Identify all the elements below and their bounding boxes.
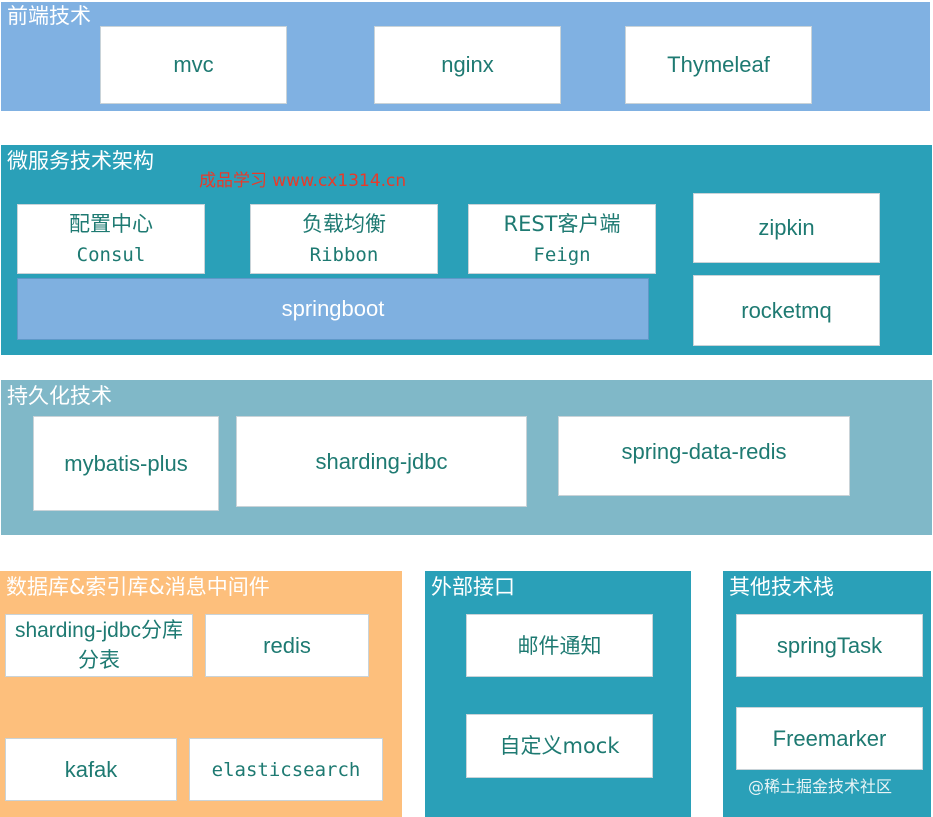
database-section: 数据库&索引库&消息中间件 sharding-jdbc分库分表 redis ka… [0, 571, 402, 817]
source-note: 成品学习 www.cx1314.cn [199, 171, 407, 191]
elasticsearch-label: elasticsearch [211, 758, 361, 781]
spring-data-redis-box: spring-data-redis [558, 416, 850, 496]
zipkin-box: zipkin [693, 193, 880, 263]
frontend-section: 前端技术 mvc nginx Thymeleaf [1, 2, 930, 111]
persistence-title: 持久化技术 [7, 384, 112, 408]
rest-client-sub: Feign [533, 244, 591, 266]
frontend-item-label: mvc [173, 52, 214, 77]
other-section: 其他技术栈 springTask Freemarker @稀土掘金技术社区 [723, 571, 931, 817]
rest-client-box: REST客户端 Feign [468, 204, 656, 274]
sharding-jdbc-box: sharding-jdbc [236, 416, 527, 507]
frontend-item-label: nginx [441, 52, 494, 77]
config-center-label: 配置中心 [69, 212, 153, 236]
spring-task-label: springTask [776, 632, 883, 658]
load-balance-label: 负载均衡 [302, 212, 386, 236]
frontend-item-mvc: mvc [100, 26, 287, 104]
frontend-title: 前端技术 [7, 4, 91, 28]
springboot-bar: springboot [17, 278, 649, 340]
email-notify-box: 邮件通知 [466, 614, 653, 677]
frontend-item-thymeleaf: Thymeleaf [625, 26, 812, 104]
config-center-box: 配置中心 Consul [17, 204, 205, 274]
other-title: 其他技术栈 [729, 575, 834, 599]
external-title: 外部接口 [431, 575, 515, 599]
mybatis-plus-box: mybatis-plus [33, 416, 219, 511]
rocketmq-label: rocketmq [741, 297, 832, 323]
load-balance-sub: Ribbon [309, 244, 379, 266]
frontend-item-nginx: nginx [374, 26, 561, 104]
kafak-box: kafak [5, 738, 177, 801]
frontend-item-label: Thymeleaf [667, 52, 770, 77]
mybatis-plus-label: mybatis-plus [64, 450, 188, 476]
external-section: 外部接口 邮件通知 自定义mock [425, 571, 691, 817]
elasticsearch-box: elasticsearch [189, 738, 383, 801]
persistence-section: 持久化技术 mybatis-plus sharding-jdbc spring-… [1, 380, 932, 535]
config-center-sub: Consul [76, 244, 146, 266]
spring-task-box: springTask [736, 614, 923, 677]
microservice-section: 微服务技术架构 成品学习 www.cx1314.cn 配置中心 Consul 负… [1, 145, 932, 355]
zipkin-label: zipkin [758, 215, 815, 240]
freemarker-label: Freemarker [772, 725, 887, 751]
email-notify-label: 邮件通知 [517, 633, 602, 658]
custom-mock-label: 自定义mock [499, 734, 620, 758]
kafak-label: kafak [64, 756, 118, 782]
rocketmq-box: rocketmq [693, 275, 880, 346]
sharding-jdbc-split-box: sharding-jdbc分库分表 [5, 614, 193, 677]
sharding-jdbc-split-label: sharding-jdbc分库分表 [14, 618, 184, 672]
database-title: 数据库&索引库&消息中间件 [6, 575, 270, 599]
custom-mock-box: 自定义mock [466, 714, 653, 778]
redis-box: redis [205, 614, 369, 677]
microservice-title: 微服务技术架构 [7, 149, 154, 173]
rest-client-label: REST客户端 [503, 212, 621, 236]
spring-data-redis-label: spring-data-redis [621, 439, 787, 464]
watermark-text: @稀土掘金技术社区 [748, 777, 893, 796]
sharding-jdbc-label: sharding-jdbc [315, 448, 448, 474]
redis-label: redis [263, 632, 311, 658]
load-balance-box: 负载均衡 Ribbon [250, 204, 438, 274]
freemarker-box: Freemarker [736, 707, 923, 770]
